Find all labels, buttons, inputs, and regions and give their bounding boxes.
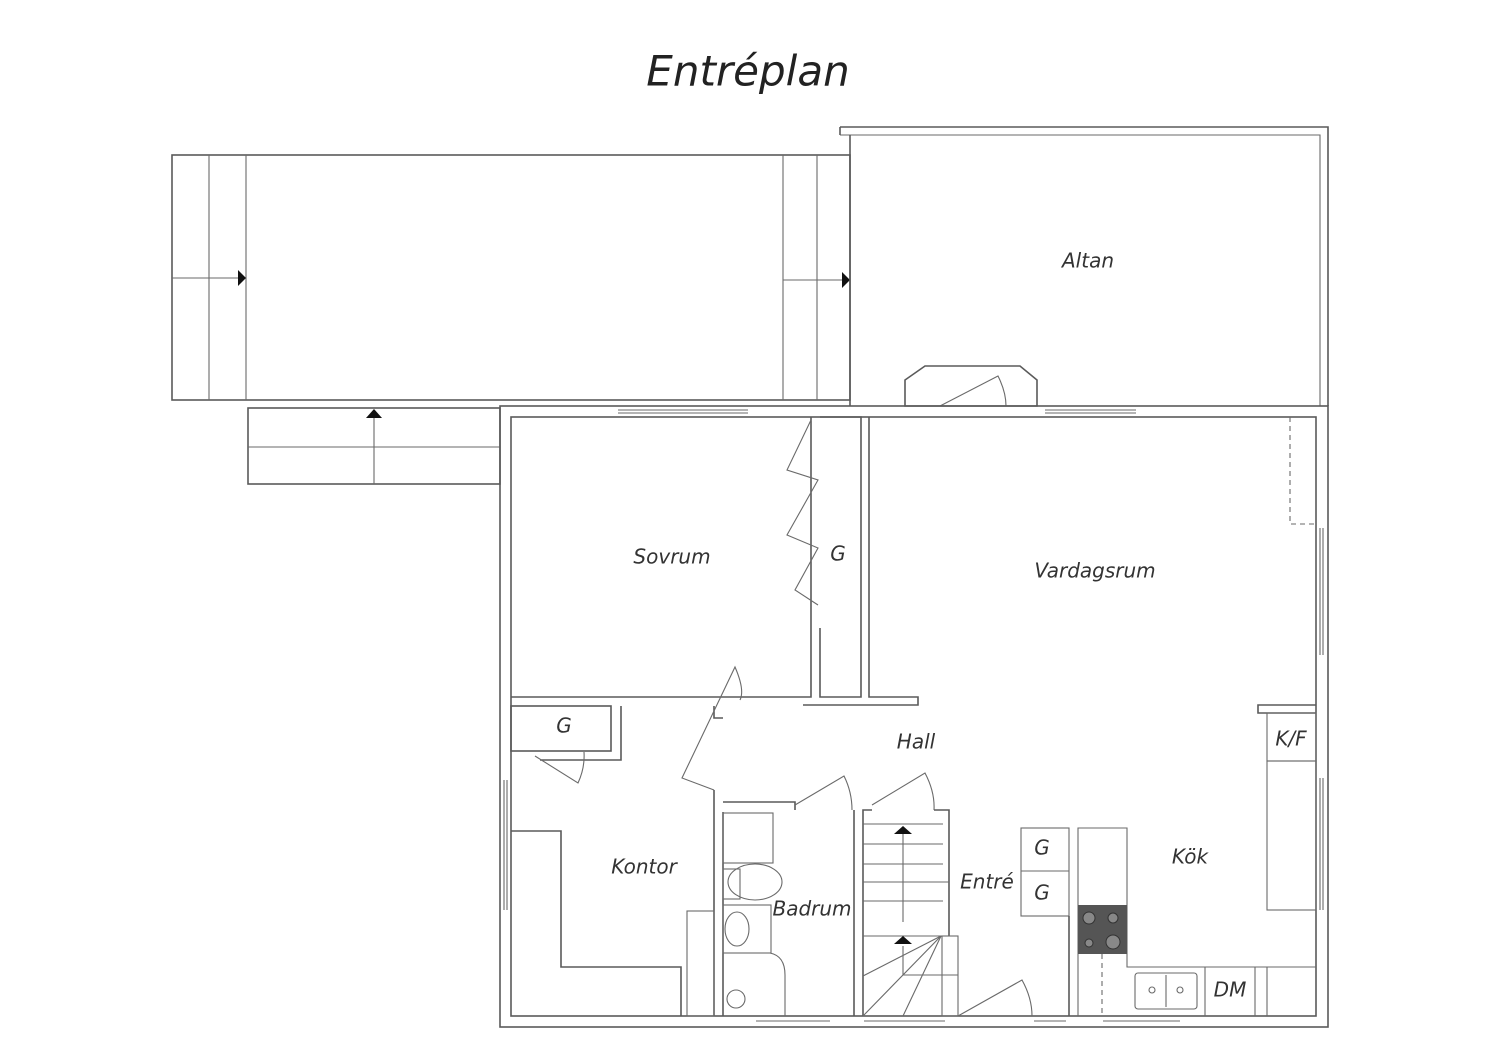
sink <box>1134 972 1198 1010</box>
room-label-hall-closet: G <box>556 714 572 738</box>
sovrum: Sovrum G <box>511 416 862 698</box>
arrow-right-icon <box>238 270 246 286</box>
room-label-kontor: Kontor <box>611 855 678 879</box>
room-label-sovrum: Sovrum <box>633 545 710 569</box>
room-label-altan: Altan <box>1060 249 1114 273</box>
stairs: Entré G G <box>862 772 1070 1017</box>
stove <box>1078 905 1127 954</box>
arrow-up-icon <box>894 826 912 834</box>
vardagsrum: Vardagsrum <box>803 417 1156 706</box>
plan-title: Entréplan <box>646 47 849 96</box>
kontor: Kontor G <box>510 665 743 1017</box>
arrow-up-icon <box>894 936 912 944</box>
room-label-entre-closet-1: G <box>1034 836 1050 860</box>
room-label-kok: Kök <box>1172 845 1210 869</box>
room-label-vardagsrum: Vardagsrum <box>1034 559 1155 583</box>
arrow-up-icon <box>366 409 382 418</box>
room-label-entre-closet-2: G <box>1034 881 1050 905</box>
room-label-entre: Entré <box>960 870 1014 894</box>
room-label-hall: Hall <box>897 730 936 754</box>
house-walls <box>499 405 1329 1028</box>
kok: DM K/F Kök <box>1077 704 1317 1016</box>
room-label-kf: K/F <box>1275 727 1307 751</box>
altan: Altan <box>839 126 1329 407</box>
arrow-right-icon <box>842 272 850 288</box>
room-label-sovrum-closet: G <box>830 542 846 566</box>
room-label-dm: DM <box>1214 978 1247 1002</box>
badrum: Badrum <box>722 775 855 1016</box>
room-label-badrum: Badrum <box>772 897 851 921</box>
